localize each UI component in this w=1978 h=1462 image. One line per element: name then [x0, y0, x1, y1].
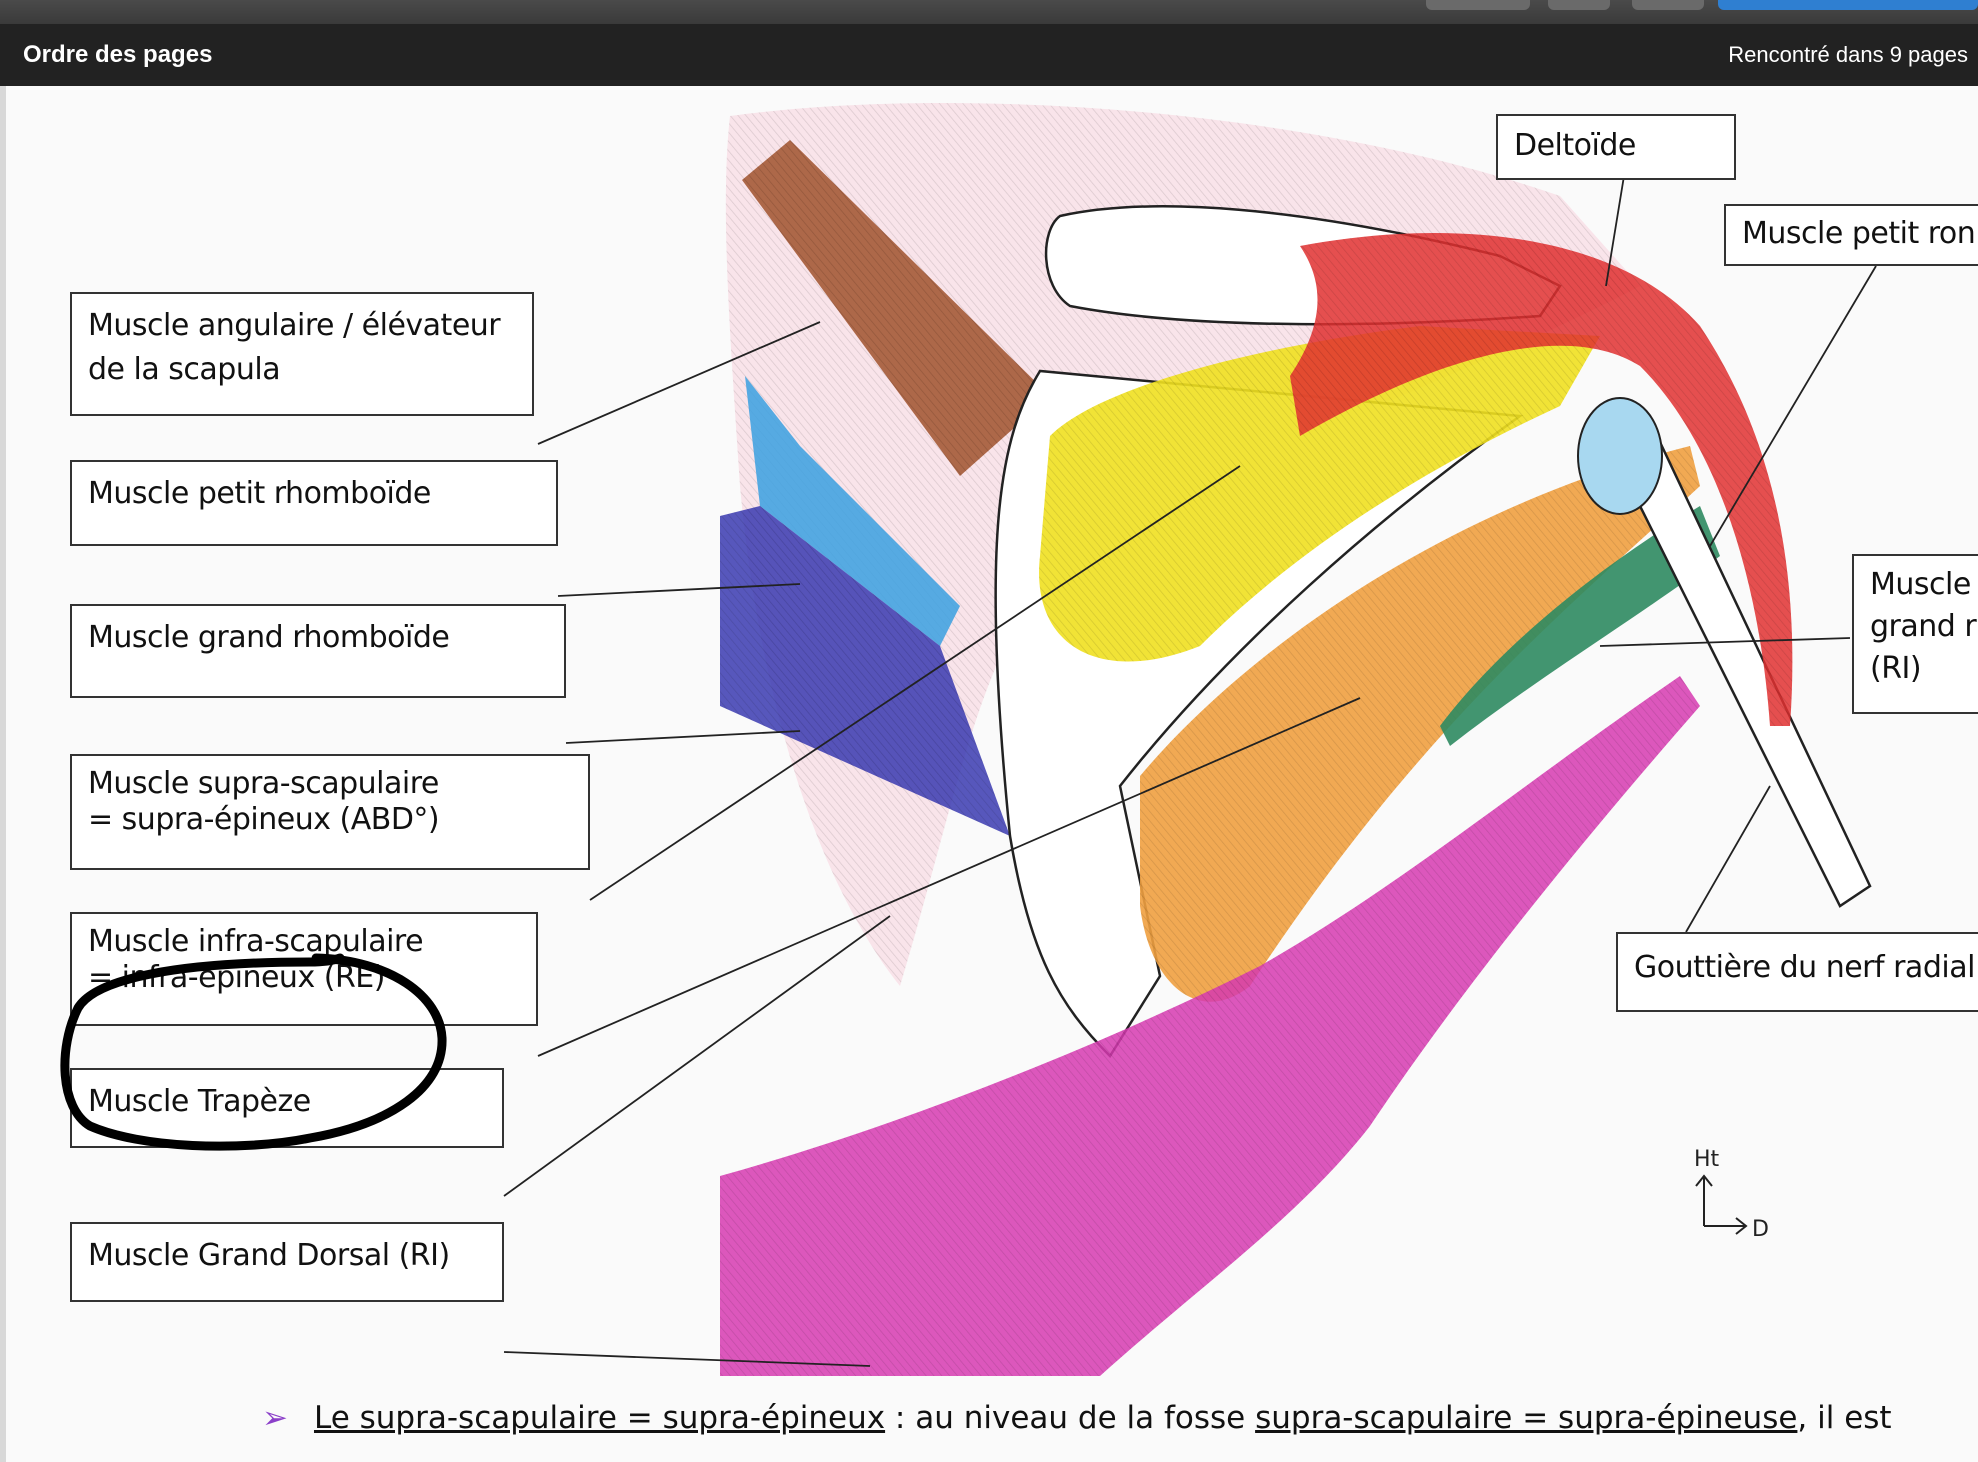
label-line: Muscle petit rhomboïde	[88, 476, 431, 511]
label-line: Muscle Grand Dorsal (RI)	[88, 1238, 450, 1273]
label-line: = supra-épineux (ABD°)	[88, 802, 440, 837]
text-segment: , il est	[1797, 1400, 1892, 1436]
text-segment: Le supra-scapulaire = supra-épineux	[313, 1400, 886, 1436]
label-petit-rond: Muscle petit ron	[1724, 204, 1978, 266]
text-segment: supra-scapulaire = supra-épineuse	[1255, 1400, 1798, 1436]
toolbar-primary-button[interactable]	[1718, 0, 1978, 10]
label-line: Muscle infra-scapulaire	[88, 924, 424, 959]
label-angulaire: Muscle angulaire / élévateur de la scapu…	[70, 292, 534, 416]
label-deltoide: Deltoïde	[1496, 114, 1736, 180]
label-gouttiere: Gouttière du nerf radial	[1616, 932, 1978, 1012]
label-line: Gouttière du nerf radial	[1634, 950, 1975, 985]
label-grand-dorsal: Muscle Grand Dorsal (RI)	[70, 1222, 504, 1302]
label-petit-rhomboide: Muscle petit rhomboïde	[70, 460, 558, 546]
label-supra-scapulaire: Muscle supra-scapulaire = supra-épineux …	[70, 754, 590, 870]
label-grand-rond: Muscle grand r (RI)	[1852, 554, 1978, 714]
grand-rond-muscle	[1440, 506, 1720, 746]
petit-rhomboide-muscle	[745, 376, 960, 646]
document-left-border	[0, 86, 6, 1462]
label-line: grand r	[1870, 609, 1977, 644]
label-line: Muscle	[1870, 567, 1971, 602]
label-line: de la scapula	[88, 351, 281, 387]
window-top-bar	[0, 0, 1978, 24]
page-order-header: Ordre des pages Rencontré dans 9 pages	[0, 24, 1978, 86]
label-line: Muscle Trapèze	[88, 1084, 311, 1119]
anatomy-illustration: Ht D	[503, 102, 1877, 1376]
toolbar-button[interactable]	[1632, 0, 1704, 10]
label-line: Deltoïde	[1514, 128, 1636, 163]
label-grand-rhomboide: Muscle grand rhomboïde	[70, 604, 566, 698]
bullet-arrow-icon: ➢	[262, 1400, 288, 1436]
label-line: = infra-épineux (RE)	[88, 960, 385, 995]
toolbar-button[interactable]	[1426, 0, 1530, 10]
encounter-count[interactable]: Rencontré dans 9 pages	[1728, 42, 1968, 67]
toolbar-button[interactable]	[1548, 0, 1610, 10]
label-line: Muscle supra-scapulaire	[88, 766, 439, 801]
text-segment: : au niveau de la fosse	[885, 1400, 1256, 1436]
label-line: Muscle angulaire / élévateur	[88, 308, 501, 343]
page-order-title: Ordre des pages	[23, 41, 213, 68]
label-trapeze: Muscle Trapèze	[70, 1068, 504, 1148]
orientation-right-label: D	[1752, 1217, 1769, 1242]
document-page: Ht D Muscle angulaire / élévateur de la …	[0, 86, 1978, 1462]
label-line: Muscle petit ron	[1742, 216, 1976, 251]
label-line: Muscle grand rhomboïde	[88, 620, 450, 655]
leader-lines	[503, 175, 1877, 1367]
orientation-compass	[1695, 1174, 1748, 1235]
label-line: (RI)	[1870, 651, 1922, 686]
humeral-head	[1577, 397, 1663, 515]
orientation-up-label: Ht	[1694, 1147, 1720, 1172]
label-infra-scapulaire: Muscle infra-scapulaire = infra-épineux …	[70, 912, 538, 1026]
body-text-bullet: ➢ Le supra-scapulaire = supra-épineux : a…	[262, 1400, 1892, 1436]
